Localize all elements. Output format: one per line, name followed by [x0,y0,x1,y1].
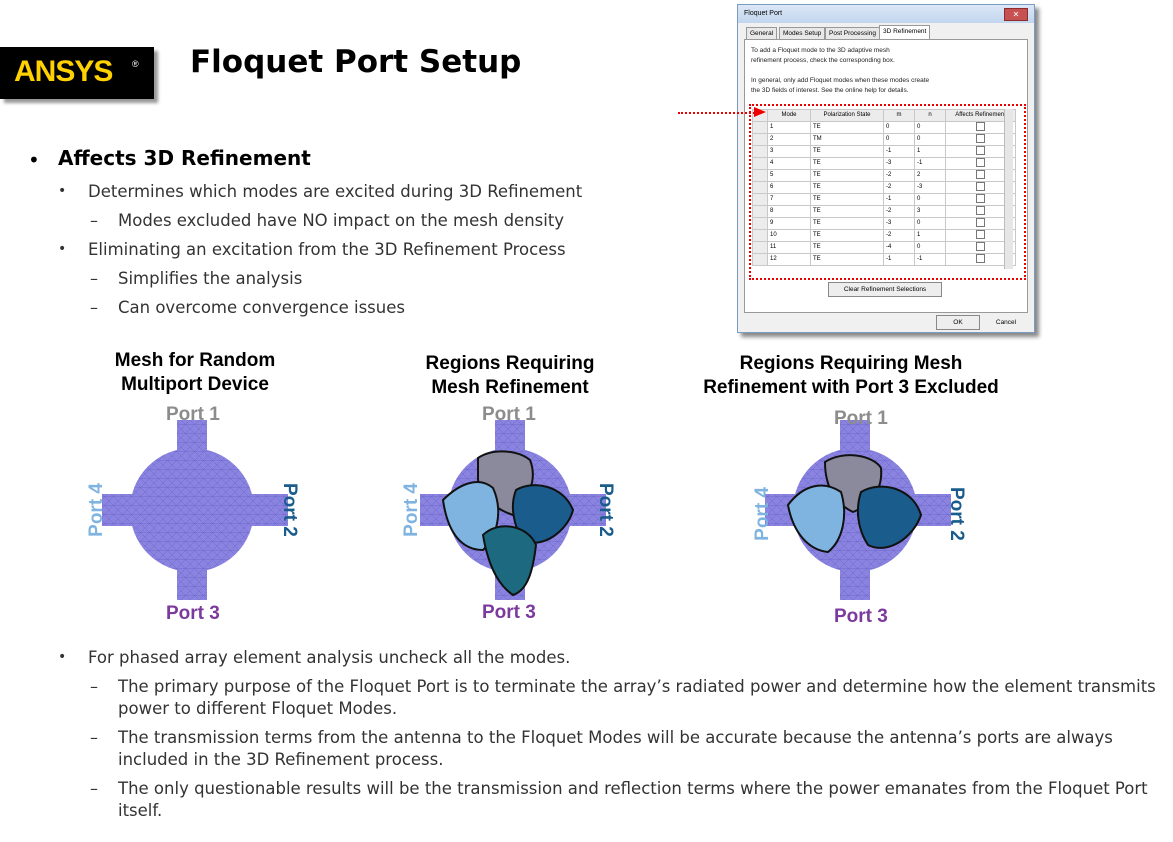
row-selector[interactable] [752,252,768,266]
bullet-dot: • [58,241,67,257]
bullet-main: Affects 3D Refinement [58,146,311,170]
dialog-text-1a: To add a Floquet mode to the 3D adaptive… [751,47,890,54]
dialog-text-2b: the 3D fields of interest. See the onlin… [751,87,909,94]
page-title: Floquet Port Setup [190,44,522,80]
fig3-port2-label: Port 2 [946,487,967,541]
cancel-button[interactable]: Cancel [995,319,1017,326]
dialog-titlebar: Floquet Port ✕ [738,5,1034,23]
bullet-dash: – [90,728,98,747]
bullet-dash: – [90,779,98,798]
row-selector[interactable] [752,240,768,254]
row-selector[interactable] [752,216,768,230]
fig1-port2-label: Port 2 [279,483,300,537]
mesh-device-1 [102,420,288,600]
dialog-title: Floquet Port [744,10,783,17]
row-selector[interactable] [752,156,768,170]
refinement-checkbox[interactable] [976,217,985,227]
table-header-row: Mode Polarization State m n Affects Refi… [752,109,1016,122]
mesh-device-2 [420,420,606,600]
ansys-logo: ANSYS ® [0,47,154,99]
bullet-b3a: The primary purpose of the Floquet Port … [118,677,1156,718]
figure-1-title: Mesh for Random Multiport Device [114,350,276,395]
table-scrollbar[interactable] [1004,109,1013,269]
fig3-port1-label: Port 1 [834,408,888,429]
refinement-checkbox[interactable] [976,121,985,131]
fig2-port4-label: Port 4 [401,483,422,537]
bullet-b2b: Can overcome convergence issues [118,298,405,317]
refinement-checkbox[interactable] [976,157,985,167]
row-selector[interactable] [752,192,768,206]
ok-button[interactable]: OK [936,315,980,330]
bullet-b2a: Simplifies the analysis [118,269,303,288]
bullet-dash: – [90,211,98,230]
refinement-checkbox[interactable] [976,169,985,179]
refinement-checkbox[interactable] [976,193,985,203]
highlight-box [749,104,1026,280]
affects-refinement-cell [945,252,1016,266]
dialog-text-2a: In general, only add Floquet modes when … [751,77,930,84]
bullet-b1: Determines which modes are excited durin… [88,182,583,201]
fig2-port2-label: Port 2 [595,483,616,537]
figure-3-title: Regions Requiring Mesh Refinement with P… [703,353,999,398]
floquet-port-dialog: Floquet Port ✕ General Modes Setup Post … [737,4,1035,333]
bullet-dash: – [90,269,98,288]
refinement-checkbox[interactable] [976,241,985,251]
highlight-arrow [678,112,762,114]
refinement-checkbox[interactable] [976,181,985,191]
refinement-checkbox[interactable] [976,229,985,239]
tab-3d-refinement[interactable]: 3D Refinement [879,25,931,40]
refinement-checkbox[interactable] [976,205,985,215]
fig1-port1-label: Port 1 [166,404,220,425]
logo-mark: ® [132,59,139,69]
figure-2-title: Regions Requiring Mesh Refinement [425,353,595,398]
refinement-checkbox[interactable] [976,253,985,263]
fig1-port4-label: Port 4 [86,483,107,537]
bullet-dot: • [58,183,67,199]
row-selector[interactable] [752,132,768,146]
fig2-port3-label: Port 3 [482,602,536,623]
modes-table: Mode Polarization State m n Affects Refi… [752,109,1016,266]
clear-refinement-button[interactable]: Clear Refinement Selections [828,282,942,297]
table-cell: -1 [883,252,915,266]
bullet-dash: – [90,677,98,696]
bullet-b3: For phased array element analysis unchec… [88,648,571,667]
bullet-dash: – [90,298,98,317]
refinement-checkbox[interactable] [976,133,985,143]
refinement-checkbox[interactable] [976,145,985,155]
bullet-b3c: The only questionable results will be th… [118,779,1148,820]
fig3-port3-label: Port 3 [834,606,888,627]
table-cell: -1 [914,252,946,266]
dialog-text-1b: refinement process, check the correspond… [751,57,895,64]
bullet-b1a: Modes excluded have NO impact on the mes… [118,211,565,230]
bullet-dot: • [58,649,67,665]
arrow-head-icon [754,107,766,117]
fig3-port4-label: Port 4 [752,487,773,541]
close-icon[interactable]: ✕ [1004,8,1028,21]
fig1-port3-label: Port 3 [166,603,220,624]
mesh-device-3 [765,420,951,600]
fig2-port1-label: Port 1 [482,404,536,425]
bullet-b2: Eliminating an excitation from the 3D Re… [88,240,566,259]
bullet-b3b: The transmission terms from the antenna … [118,728,1113,769]
logo-text: ANSYS [14,55,113,88]
bullet-dot: • [28,148,40,172]
